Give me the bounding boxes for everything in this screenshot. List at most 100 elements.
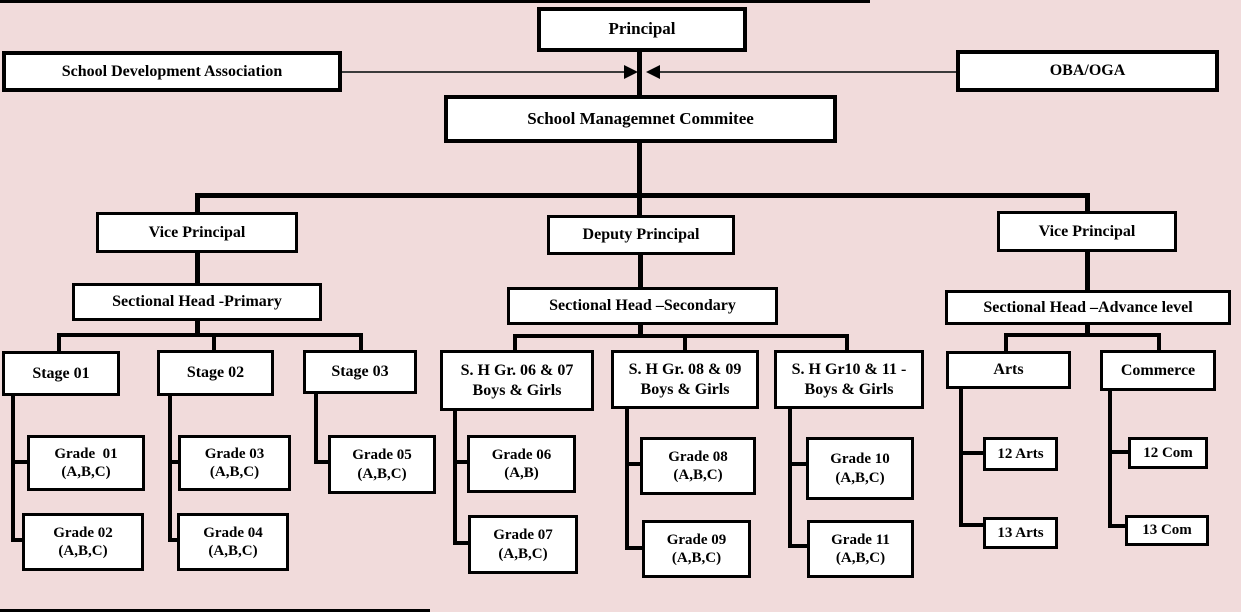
node-g05-line1: Grade 05: [352, 447, 412, 464]
node-shg89-line1: S. H Gr. 08 & 09: [628, 360, 742, 378]
bracket-stage1: [11, 396, 15, 542]
connector-drop-vp-right: [1085, 193, 1090, 211]
bracket-commerce-12: [1108, 450, 1128, 454]
node-g04-line2: (A,B,C): [208, 543, 258, 559]
node-stage3-label: Stage 03: [331, 363, 389, 381]
node-grade-06: Grade 06 (A,B): [467, 435, 576, 493]
node-deputy-principal: Deputy Principal: [547, 215, 735, 255]
node-g07-line2: (A,B,C): [498, 545, 548, 562]
node-g11-line1: Grade 11: [831, 531, 890, 548]
node-grade-10: Grade 10 (A,B,C): [806, 437, 914, 500]
node-commerce: Commerce: [1100, 350, 1216, 391]
connector-committee-spine: [637, 143, 642, 196]
node-sh-gr-10-11: S. H Gr10 & 11 - Boys & Girls: [774, 350, 924, 409]
bracket-stage3-g05: [314, 460, 328, 464]
node-oba-oga: OBA/OGA: [956, 50, 1219, 92]
node-grade-02: Grade 02 (A,B,C): [22, 513, 144, 571]
connector-dep-shs: [638, 255, 643, 287]
node-g06-line2: (A,B): [504, 465, 539, 481]
node-vice-principal-left: Vice Principal: [96, 212, 298, 253]
node-g08-line2: (A,B,C): [673, 467, 723, 483]
bracket-shg1011-g10: [788, 462, 806, 466]
node-arts: Arts: [946, 351, 1071, 389]
connector-drop-deputy: [637, 193, 642, 216]
node-sectional-head-advance-level: Sectional Head –Advance level: [945, 290, 1231, 325]
node-g08-line1: Grade 08: [668, 448, 728, 465]
node-a12-label: 12 Arts: [997, 445, 1044, 462]
bracket-stage2: [168, 396, 172, 542]
node-smc-label: School Managemnet Commitee: [527, 108, 754, 128]
node-grade-03: Grade 03 (A,B,C): [178, 435, 291, 491]
bracket-arts-13: [959, 523, 983, 527]
arrowhead-left-icon: [646, 65, 660, 79]
bracket-stage2-g03: [168, 460, 178, 464]
node-school-management-committee: School Managemnet Commitee: [444, 95, 837, 143]
node-oba-label: OBA/OGA: [1049, 62, 1126, 80]
node-stage2-label: Stage 02: [186, 364, 245, 382]
node-g02-line2: (A,B,C): [58, 543, 108, 559]
node-arts-label: Arts: [993, 361, 1024, 379]
node-grade-04: Grade 04 (A,B,C): [177, 513, 289, 571]
node-shs-label: Sectional Head –Secondary: [549, 297, 736, 315]
node-g05-line2: (A,B,C): [357, 465, 407, 482]
node-stage1-label: Stage 01: [32, 364, 90, 382]
node-g02-line1: Grade 02: [53, 524, 113, 541]
node-g03-line2: (A,B,C): [209, 464, 260, 480]
node-13-arts: 13 Arts: [983, 517, 1058, 549]
node-grade-07: Grade 07 (A,B,C): [468, 515, 578, 574]
bracket-stage2-g04: [168, 538, 177, 542]
connector-drop-stage1: [57, 333, 61, 351]
connector-drop-vp-left: [195, 193, 200, 212]
bracket-arts-12: [959, 451, 983, 455]
node-vice-principal-right: Vice Principal: [997, 211, 1177, 252]
connector-principal-committee: [637, 51, 642, 95]
node-stage-03: Stage 03: [303, 350, 417, 394]
node-sectional-head-secondary: Sectional Head –Secondary: [507, 287, 778, 325]
bracket-shg1011: [788, 408, 792, 548]
connector-drop-shg1011: [845, 334, 849, 350]
node-stage-02: Stage 02: [157, 350, 274, 396]
node-vpl-label: Vice Principal: [148, 223, 246, 241]
connector-sda: [341, 71, 625, 73]
top-edge-line: [0, 0, 870, 3]
bracket-shg67: [453, 410, 457, 545]
connector-secondary-bar: [513, 334, 849, 338]
node-12-arts: 12 Arts: [983, 437, 1058, 471]
node-g09-line1: Grade 09: [666, 531, 727, 548]
arrowhead-right-icon: [624, 65, 638, 79]
node-13-com: 13 Com: [1125, 515, 1209, 546]
node-grade-11: Grade 11 (A,B,C): [807, 520, 914, 578]
node-g04-line1: Grade 04: [203, 524, 263, 541]
node-grade-05: Grade 05 (A,B,C): [328, 435, 436, 494]
connector-sha-down: [1085, 324, 1090, 335]
node-shg1011-line1: S. H Gr10 & 11 -: [791, 360, 907, 378]
bracket-commerce-13: [1108, 524, 1125, 528]
node-school-development-association: School Development Association: [2, 51, 342, 92]
node-deputy-label: Deputy Principal: [582, 226, 700, 244]
connector-shp-down: [195, 320, 200, 335]
node-sh-gr-08-09: S. H Gr. 08 & 09 Boys & Girls: [611, 350, 759, 409]
node-commerce-label: Commerce: [1120, 361, 1196, 379]
connector-main-spine: [195, 193, 1089, 198]
node-g01-line1: Grade 01: [54, 445, 118, 462]
node-c12-label: 12 Com: [1143, 444, 1193, 461]
connector-vpl-shp: [195, 253, 200, 283]
connector-drop-shg89: [683, 334, 687, 350]
node-shg67-line1: S. H Gr. 06 & 07: [460, 361, 574, 379]
node-g09-line2: (A,B,C): [671, 550, 722, 566]
node-sda-label: School Development Association: [61, 62, 283, 80]
bracket-shg67-g07: [453, 541, 468, 545]
bracket-shg89: [625, 408, 629, 550]
node-sha-label: Sectional Head –Advance level: [983, 298, 1193, 316]
bracket-shg89-g09: [625, 546, 642, 550]
bracket-shg89-g08: [625, 462, 640, 466]
node-sh-gr-06-07: S. H Gr. 06 & 07 Boys & Girls: [440, 350, 594, 411]
node-g10-line1: Grade 10: [830, 451, 890, 468]
node-principal: Principal: [537, 7, 747, 52]
connector-drop-arts: [1004, 333, 1008, 351]
node-g01-line2: (A,B,C): [61, 464, 111, 480]
node-principal-label: Principal: [608, 19, 676, 39]
node-g10-line2: (A,B,C): [835, 469, 885, 486]
bracket-stage1-g01: [11, 460, 27, 464]
bracket-stage3: [314, 394, 318, 464]
